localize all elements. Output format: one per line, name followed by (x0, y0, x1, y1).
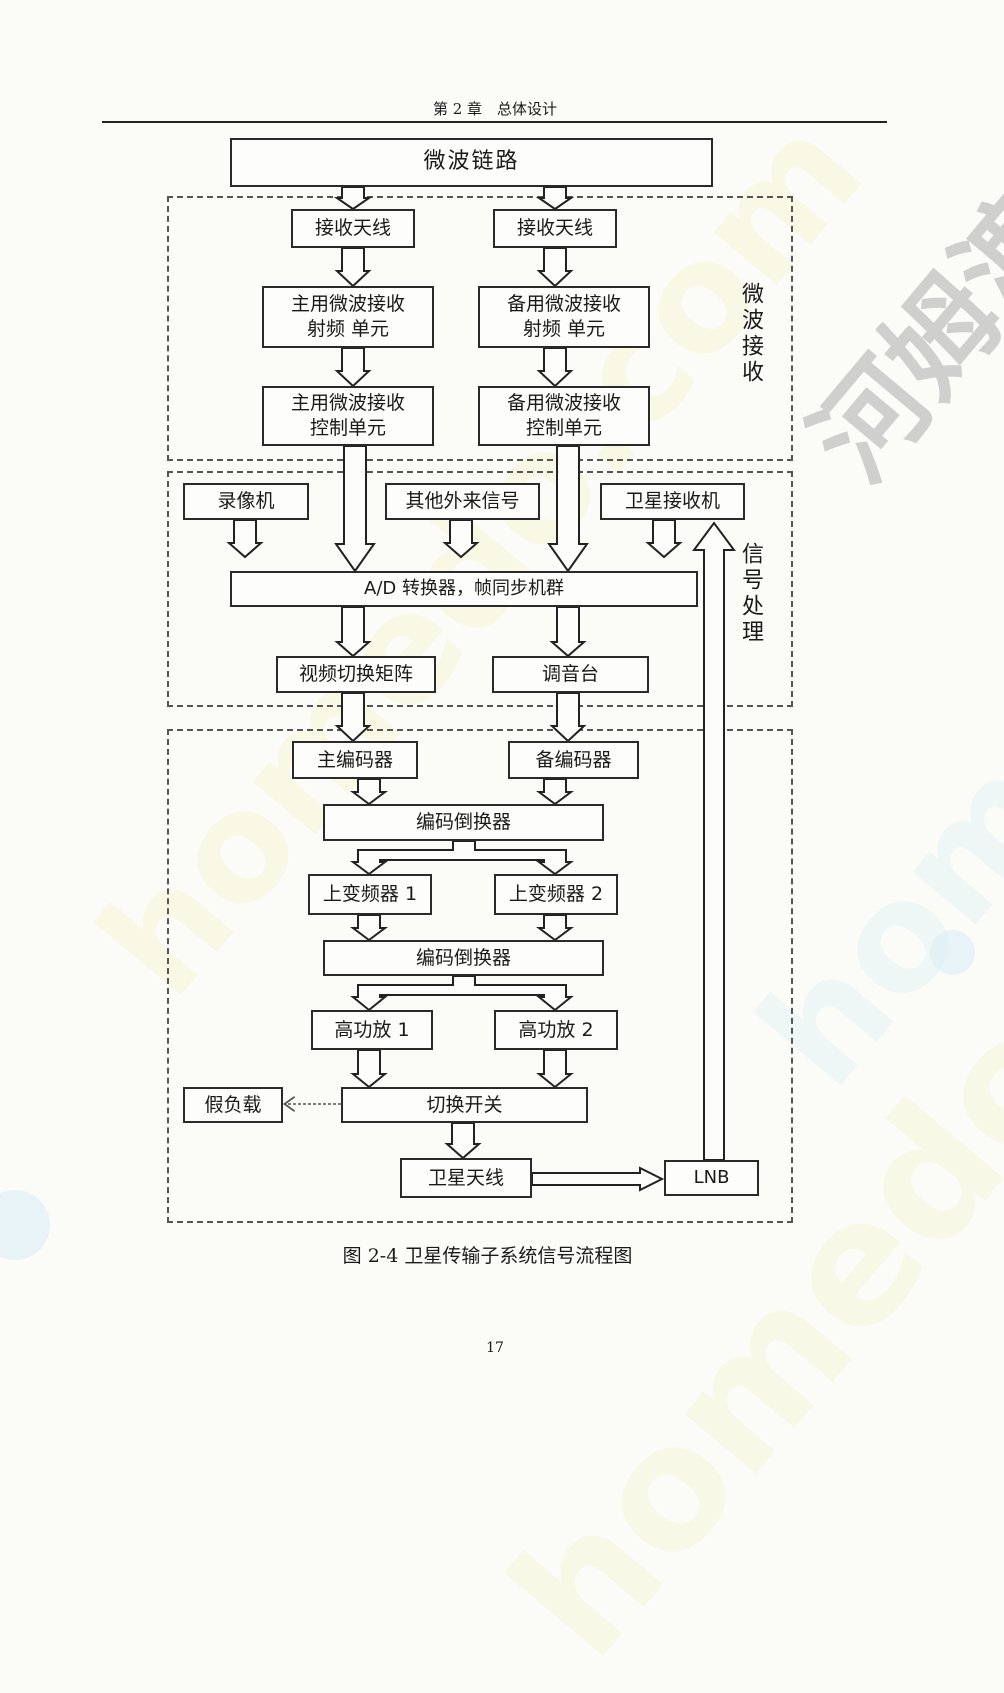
node-main-ctrl-unit: 主用微波接收 控制单元 (262, 386, 434, 446)
node-mixer: 调音台 (492, 656, 649, 693)
node-ad-converter: A/D 转换器，帧同步机群 (230, 571, 698, 607)
region-signal-processing (167, 471, 793, 707)
arrow-upconv1-to-switch2 (350, 914, 388, 942)
arrow-link-to-antenna-2 (535, 186, 575, 211)
node-sat-receiver: 卫星接收机 (600, 483, 745, 520)
node-backup-ctrl-unit-line2: 控制单元 (525, 417, 602, 439)
arrow-main-rf-to-ctrl (334, 347, 372, 388)
arrow-switch2-to-hpas (350, 975, 574, 1012)
node-backup-rf-unit: 备用微波接收 射频 单元 (478, 286, 650, 348)
figure-caption: 图 2-4 卫星传输子系统信号流程图 (342, 1245, 633, 1267)
arrow-lnb-to-satrecv (692, 521, 736, 1161)
arrow-switch-to-antenna (444, 1122, 482, 1160)
arrow-main-encoder-to-switch (350, 778, 388, 806)
node-main-ctrl-unit-line2: 控制单元 (309, 417, 386, 439)
node-main-rf-unit-line1: 主用微波接收 (290, 293, 405, 316)
node-main-rf-unit-line2: 射频 单元 (306, 318, 390, 340)
arrow-ad-to-matrix (334, 606, 372, 658)
arrow-hpa1-to-switch (350, 1049, 388, 1089)
arrow-antenna-to-main-rf (334, 247, 372, 288)
node-hpa-1: 高功放 1 (311, 1010, 433, 1050)
page-number: 17 (486, 1340, 504, 1356)
arrow-backup-ctrl-to-ad (547, 445, 589, 573)
node-microwave-link: 微波链路 (230, 138, 713, 187)
header-rule (102, 121, 887, 123)
node-backup-rf-unit-line2: 射频 单元 (522, 318, 606, 340)
arrow-antenna-to-lnb (531, 1166, 665, 1192)
region-microwave-receive (167, 196, 793, 461)
arrow-link-to-antenna-1 (333, 186, 373, 211)
node-main-encoder: 主编码器 (292, 741, 418, 779)
node-backup-encoder: 备编码器 (508, 741, 639, 779)
node-video-matrix: 视频切换矩阵 (276, 656, 436, 693)
arrow-other-to-ad (442, 519, 480, 559)
node-recv-antenna-main: 接收天线 (291, 209, 415, 248)
arrow-backup-rf-to-ctrl (536, 347, 574, 388)
arrow-antenna-to-backup-rf (536, 247, 574, 288)
label-microwave-receive: 微波接收 (738, 282, 763, 386)
node-lnb: LNB (664, 1160, 759, 1196)
arrow-upconv2-to-switch2 (536, 914, 574, 942)
arrow-vcr-to-ad (226, 519, 264, 559)
node-dummy-load: 假负载 (183, 1087, 283, 1123)
arrow-ad-to-mixer (549, 606, 587, 658)
node-sat-antenna: 卫星天线 (400, 1158, 532, 1198)
node-recv-antenna-backup: 接收天线 (493, 209, 617, 248)
node-upconverter-2: 上变频器 2 (494, 874, 618, 915)
arrow-backup-encoder-to-switch (536, 778, 574, 806)
node-backup-rf-unit-line1: 备用微波接收 (506, 293, 621, 316)
node-backup-ctrl-unit: 备用微波接收 控制单元 (478, 386, 650, 446)
arrow-matrix-to-main-encoder (334, 692, 372, 743)
node-main-rf-unit: 主用微波接收 射频 单元 (262, 286, 434, 348)
arrow-mixer-to-backup-encoder (549, 692, 587, 743)
label-signal-processing: 信号处理 (738, 542, 763, 646)
node-hpa-2: 高功放 2 (494, 1010, 618, 1050)
arrow-switch-to-upconverters (350, 840, 574, 876)
region-transmission (167, 729, 793, 1223)
arrow-hpa2-to-switch (536, 1049, 574, 1089)
node-encoder-switch-2: 编码倒换器 (323, 940, 604, 976)
node-backup-ctrl-unit-line1: 备用微波接收 (506, 392, 621, 415)
node-other-signal: 其他外来信号 (385, 483, 540, 520)
page-header: 第 2 章 总体设计 (432, 100, 558, 118)
arrow-main-ctrl-to-ad (334, 445, 376, 573)
watermark-dot-2 (930, 930, 975, 975)
flow-arrows (226, 186, 736, 1192)
node-switch: 切换开关 (341, 1087, 588, 1123)
node-vcr: 录像机 (183, 483, 309, 520)
node-upconverter-1: 上变频器 1 (308, 874, 432, 915)
arrow-satrecv-to-ad (645, 519, 683, 559)
node-main-ctrl-unit-line1: 主用微波接收 (290, 392, 405, 415)
node-encoder-switch-1: 编码倒换器 (323, 804, 604, 841)
